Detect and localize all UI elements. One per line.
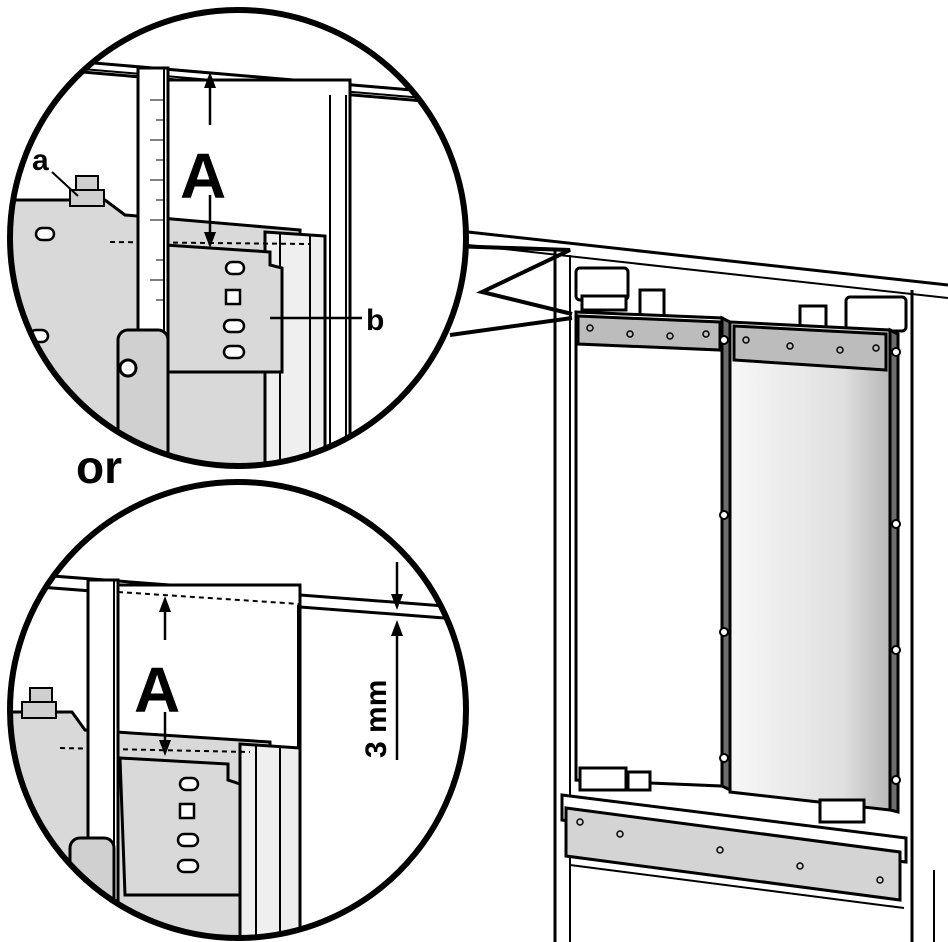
detail-top: A a b xyxy=(7,7,469,469)
door-fasteners xyxy=(719,335,901,785)
ruler xyxy=(116,66,170,466)
or-separator: or xyxy=(76,441,122,493)
dimension-label-a-bottom: A xyxy=(134,654,180,726)
dimension-label-a-top: A xyxy=(180,140,226,212)
gap-label-3mm: 3 mm xyxy=(360,680,393,758)
left-door xyxy=(574,310,732,793)
part-label-a: a xyxy=(32,144,49,177)
detail-bottom: A 3 mm xyxy=(7,479,469,941)
bracket-holes xyxy=(28,226,246,360)
screw-a xyxy=(69,175,105,207)
detail-bottom-frame xyxy=(7,479,469,941)
appliance-view xyxy=(467,230,948,942)
callout-lines xyxy=(449,244,573,337)
freezer-drawer xyxy=(560,793,908,909)
right-door xyxy=(728,320,900,814)
ceiling-line xyxy=(467,230,948,287)
part-label-b: b xyxy=(366,304,384,337)
top-hinge-left xyxy=(574,266,666,318)
detail-top-frame xyxy=(7,7,469,469)
lower-hinges xyxy=(578,766,866,824)
